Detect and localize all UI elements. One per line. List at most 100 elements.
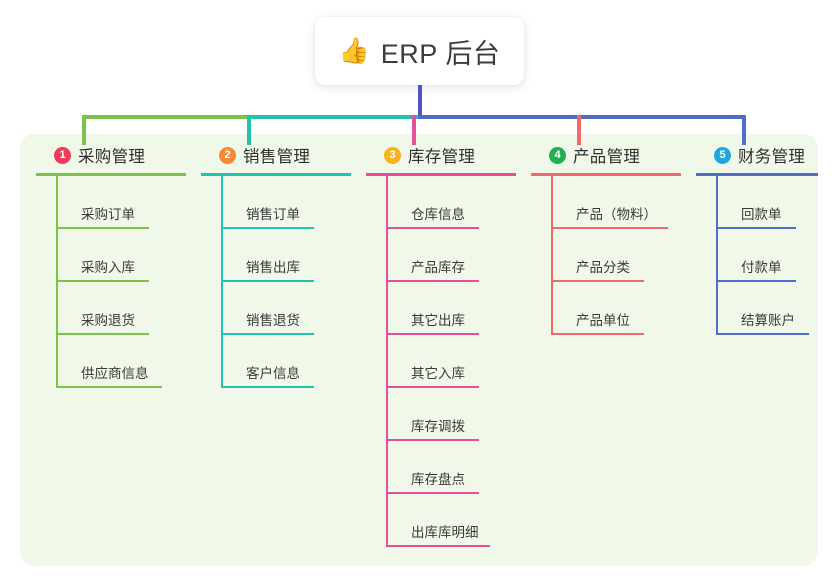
branch-item[interactable]: 销售出库	[221, 229, 351, 282]
branch-item-rule	[551, 333, 644, 335]
branch-item[interactable]: 其它入库	[386, 335, 516, 388]
branch-item-rule	[56, 227, 149, 229]
branch-item-rule	[386, 545, 490, 547]
branch-item-rule	[386, 492, 479, 494]
branch-number-badge: 3	[384, 146, 401, 164]
branch-item-label: 销售出库	[246, 260, 300, 275]
column-drop-stem	[82, 115, 86, 145]
branch-items: 仓库信息产品库存其它出库其它入库库存调拨库存盘点出库库明细	[386, 176, 516, 547]
branch-item-label: 仓库信息	[411, 207, 465, 222]
branch-title: 库存管理	[408, 148, 476, 166]
branch-item-label: 采购订单	[81, 207, 135, 222]
column-drop-stem	[577, 115, 581, 145]
branch-spine	[221, 176, 223, 388]
branch-item-label: 供应商信息	[81, 366, 149, 381]
branch-column-4: 4 产品管理产品（物料） 产品分类产品单位	[531, 142, 681, 335]
branch-title: 产品管理	[573, 148, 641, 166]
branch-item-label: 库存盘点	[411, 472, 465, 487]
branch-spine	[56, 176, 58, 388]
branch-item[interactable]: 销售订单	[221, 176, 351, 229]
root-title: ERP 后台	[380, 38, 501, 69]
branch-item[interactable]: 其它出库	[386, 282, 516, 335]
branch-item-label: 产品分类	[576, 260, 630, 275]
branch-item-rule	[716, 280, 796, 282]
thumbs-up-icon: 👍	[338, 36, 370, 65]
branch-item-rule	[386, 439, 479, 441]
column-drop-stem	[247, 115, 251, 145]
branch-item-rule	[386, 227, 479, 229]
branch-title: 采购管理	[78, 148, 146, 166]
branch-item-rule	[716, 333, 809, 335]
branch-item[interactable]: 库存调拨	[386, 388, 516, 441]
connector-bar-segment	[418, 115, 744, 119]
branch-item-label: 客户信息	[246, 366, 300, 381]
branch-spine	[716, 176, 718, 335]
branch-item[interactable]: 库存盘点	[386, 441, 516, 494]
branch-item-rule	[221, 333, 314, 335]
branch-item-label: 销售退货	[246, 313, 300, 328]
branch-item-label: 回款单	[741, 207, 782, 222]
branch-item[interactable]: 供应商信息	[56, 335, 186, 388]
branch-item-label: 采购入库	[81, 260, 135, 275]
branch-item[interactable]: 采购订单	[56, 176, 186, 229]
branch-item-label: 其它出库	[411, 313, 465, 328]
branch-item-label: 结算账户	[741, 313, 795, 328]
root-connector-stem	[418, 85, 422, 118]
branch-items: 采购订单采购入库采购退货供应商信息	[56, 176, 186, 388]
branch-header[interactable]: 3 库存管理	[366, 142, 516, 168]
branch-item-rule	[221, 227, 314, 229]
branch-items: 回款单付款单结算账户	[716, 176, 818, 335]
branch-item-rule	[221, 386, 314, 388]
branch-item[interactable]: 销售退货	[221, 282, 351, 335]
branch-number-badge: 5	[714, 146, 731, 164]
branch-item-rule	[551, 227, 668, 229]
branch-item-rule	[56, 333, 149, 335]
branch-item[interactable]: 结算账户	[716, 282, 818, 335]
branch-number-badge: 4	[549, 146, 566, 164]
branch-items: 销售订单销售出库销售退货客户信息	[221, 176, 351, 388]
branch-item-rule	[221, 280, 314, 282]
branch-item[interactable]: 回款单	[716, 176, 818, 229]
branch-item-rule	[386, 386, 479, 388]
column-drop-stem	[742, 115, 746, 145]
branch-header[interactable]: 4 产品管理	[531, 142, 681, 168]
branch-column-1: 1 采购管理采购订单采购入库采购退货供应商信息	[36, 142, 186, 388]
connector-bar-segment	[82, 115, 249, 119]
branch-item-rule	[56, 280, 149, 282]
branch-item[interactable]: 产品分类	[551, 229, 681, 282]
root-node[interactable]: 👍 ERP 后台	[315, 17, 524, 85]
branch-item[interactable]: 产品单位	[551, 282, 681, 335]
branch-item[interactable]: 出库库明细	[386, 494, 516, 547]
branch-item[interactable]: 采购入库	[56, 229, 186, 282]
branch-item-label: 产品库存	[411, 260, 465, 275]
branch-header-rule	[696, 173, 818, 176]
branch-item-rule	[56, 386, 162, 388]
branch-item[interactable]: 产品（物料）	[551, 176, 681, 229]
branch-spine	[551, 176, 553, 335]
branch-header-rule	[36, 173, 186, 176]
branch-spine	[386, 176, 388, 547]
branch-item[interactable]: 采购退货	[56, 282, 186, 335]
branch-item-rule	[716, 227, 796, 229]
branch-header-rule	[531, 173, 681, 176]
branch-header[interactable]: 1 采购管理	[36, 142, 186, 168]
branch-item-label: 销售订单	[246, 207, 300, 222]
branch-header-rule	[366, 173, 516, 176]
branch-item-label: 其它入库	[411, 366, 465, 381]
branch-item-label: 产品单位	[576, 313, 630, 328]
branch-items: 产品（物料） 产品分类产品单位	[551, 176, 681, 335]
branch-item[interactable]: 产品库存	[386, 229, 516, 282]
branch-item[interactable]: 客户信息	[221, 335, 351, 388]
branch-item-label: 库存调拨	[411, 419, 465, 434]
column-drop-stem	[412, 115, 416, 145]
branch-number-badge: 1	[54, 146, 71, 164]
branch-item[interactable]: 付款单	[716, 229, 818, 282]
connector-bar-segment	[247, 115, 420, 119]
branch-item-rule	[386, 333, 479, 335]
branch-item-rule	[386, 280, 479, 282]
branch-item[interactable]: 仓库信息	[386, 176, 516, 229]
